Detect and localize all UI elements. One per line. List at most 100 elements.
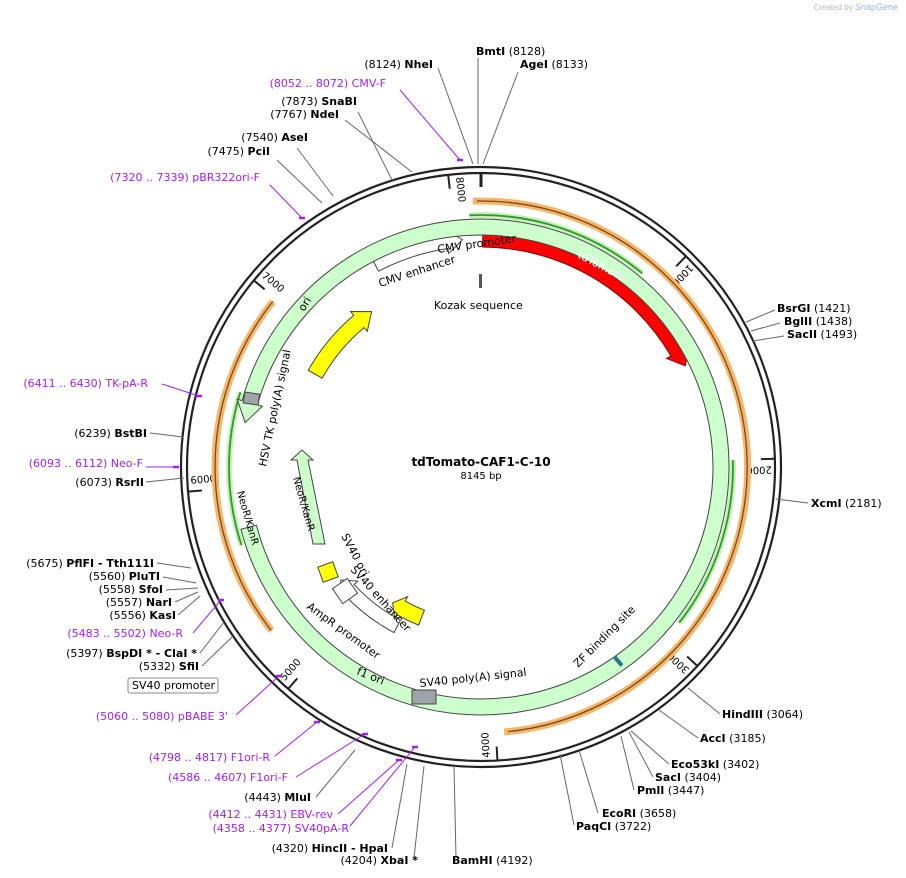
enzyme-label: (5560) PluTI [89,570,160,583]
tick-label: 6000 [190,474,216,487]
hsv-tk-box [242,391,261,406]
neo-outer-arrow [236,218,730,716]
enzyme-label: (5397) BspDI * - ClaI * [66,647,197,660]
primer-label: (4412 .. 4431) EBV-rev [208,808,333,821]
enzyme-label: SacII (1493) [787,328,857,341]
enzyme-leader [296,147,334,197]
enzyme-leader [630,730,670,765]
enzyme-leader [199,621,225,654]
enzyme-label: (7767) NdeI [270,108,339,121]
enzyme-leader [413,765,425,859]
enzyme-label: (5675) PflFI - Tth111I [26,557,154,570]
primer-leader [337,759,400,815]
primer-leader [349,746,416,827]
sv40-enhancer-box [331,577,359,605]
enzyme-label: (4443) MluI [244,791,311,804]
enzyme-leader [750,322,781,332]
primer-leader [274,721,318,757]
green-track-left [228,391,243,546]
enzyme-leader [775,498,809,504]
enzyme-label: (7540) AseI [241,131,308,144]
kozak-label: Kozak sequence [434,299,523,312]
primer-leader [192,599,222,634]
tick-label: 4000 [480,732,492,758]
enzyme-leader [145,477,185,483]
enzyme-label: EcoRI (3658) [602,807,676,820]
orange-track-left-line [214,300,274,631]
tick-label: 8000 [453,176,467,203]
enzyme-leader [559,753,575,826]
enzyme-leader [165,587,199,591]
tick-mark [495,746,499,761]
tick-mark [675,255,687,267]
enzyme-label: (4320) HincII - HpaI [272,842,388,855]
enzyme-label: (6073) RsrII [75,476,144,489]
f1ori-arrow [392,595,426,626]
credit-brand: SnapGene [854,2,898,12]
enzyme-label: BglII (1438) [784,315,852,328]
enzyme-label: (5556) KasI [109,609,176,622]
tick-mark [187,489,203,493]
enzyme-leader [658,709,699,739]
enzyme-leader [745,309,776,323]
enzyme-label: HindIII (3064) [722,708,803,721]
green-track-top [469,214,643,274]
primer-label: (5483 .. 5502) Neo-R [67,627,183,640]
primer-leader [399,89,461,161]
green-track-right [678,459,734,624]
primer-label: (5060 .. 5080) pBABE 3' [96,710,228,723]
enzyme-leader [687,687,721,715]
tick-label: 7000 [259,271,286,296]
primer-label: (4586 .. 4607) F1ori-F [168,771,288,784]
enzyme-leader [437,67,474,165]
primer-label: (7320 .. 7339) pBR322ori-F [110,171,260,184]
primer-label: (6093 .. 6112) Neo-F [29,457,143,470]
feature-layer [236,218,730,716]
enzyme-leader [752,335,785,342]
sv40-ori-box [317,561,339,583]
tick-label: 2000 [746,463,772,475]
primer-label: (4358 .. 4377) SV40pA-R [213,822,350,835]
enzyme-leader [391,763,408,849]
enzyme-leader [578,749,599,814]
enzyme-leader [201,635,234,667]
enzyme-leader [174,591,199,603]
sv40-polyA-label: SV40 poly(A) signal [419,666,527,690]
primer-label: (4798 .. 4817) F1ori-R [149,751,271,764]
enzyme-label: Eco53kI (3402) [671,758,759,771]
primer-label: (8052 .. 8072) CMV-F [270,77,386,90]
enzyme-label: AgeI (8133) [520,58,588,71]
tick-mark [686,655,699,667]
enzyme-label: BmtI (8128) [476,45,545,58]
leader-layer [145,58,809,859]
enzyme-label: (5557) NarI [106,596,172,609]
enzyme-leader [453,765,457,859]
enzyme-leader [344,119,413,173]
enzyme-label: (7475) PciI [207,145,270,158]
enzyme-label: (8124) NheI [364,58,433,71]
primer-label: (6411 .. 6430) TK-pA-R [23,377,148,390]
enzyme-leader [276,159,323,204]
enzyme-leader [357,111,394,183]
tick-mark [447,174,451,189]
enzyme-leader [482,71,519,165]
enzyme-label: (5558) SfoI [99,583,163,596]
enzyme-leader [177,595,201,616]
neo-inner-arrow [289,449,326,545]
enzyme-label: SacI (3404) [655,771,721,784]
tick-mark [287,677,299,690]
enzyme-leader [156,562,192,569]
sv40-promoter-label: SV40 promoter [132,679,216,692]
kozak-mark [479,274,482,288]
primer-leader [269,184,303,219]
plasmid-name: tdTomato-CAF1-C-10 [411,455,550,469]
primer-leader [295,733,366,778]
enzyme-label: BamHI (4192) [452,854,533,867]
snapgene-credit: Created by SnapGene [814,2,898,12]
primer-leader [235,675,280,716]
enzyme-label: AccI (3185) [700,732,766,745]
enzyme-label: PaqCI (3722) [576,820,651,833]
enzyme-label: XcmI (2181) [811,497,882,510]
tick-mark [253,279,266,291]
